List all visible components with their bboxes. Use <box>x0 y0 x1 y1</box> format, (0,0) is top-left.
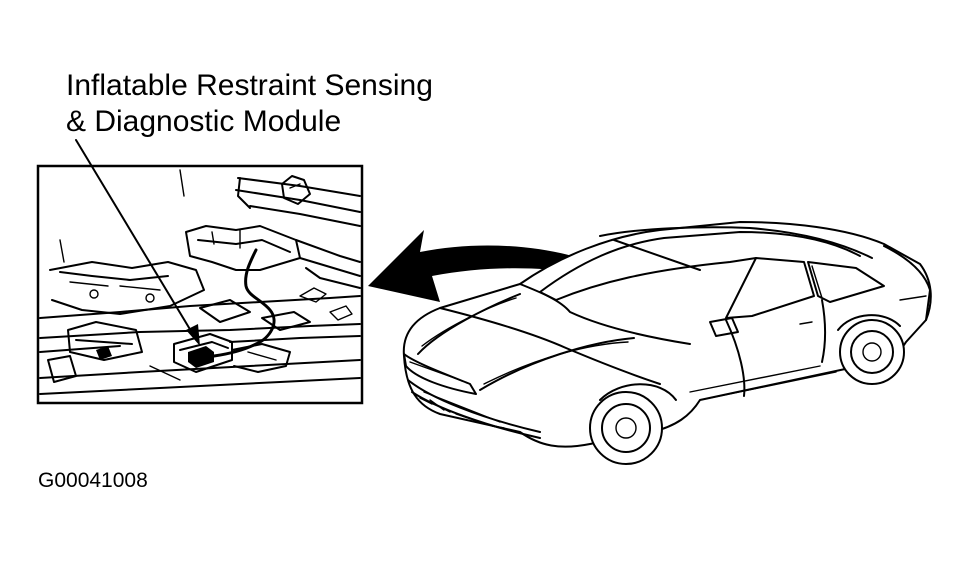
module-callout-line-2: & Diagnostic Module <box>66 105 342 138</box>
inset-frame <box>36 164 364 405</box>
module-callout-line-1: Inflatable Restraint Sensing <box>66 69 433 102</box>
floor-pan-drawing <box>39 169 361 395</box>
leader-line <box>75 139 200 346</box>
figure-id-label: G00041008 <box>38 469 148 492</box>
vehicle-drawing <box>402 221 932 465</box>
inset-detail <box>36 164 364 405</box>
location-arrow <box>368 230 640 302</box>
